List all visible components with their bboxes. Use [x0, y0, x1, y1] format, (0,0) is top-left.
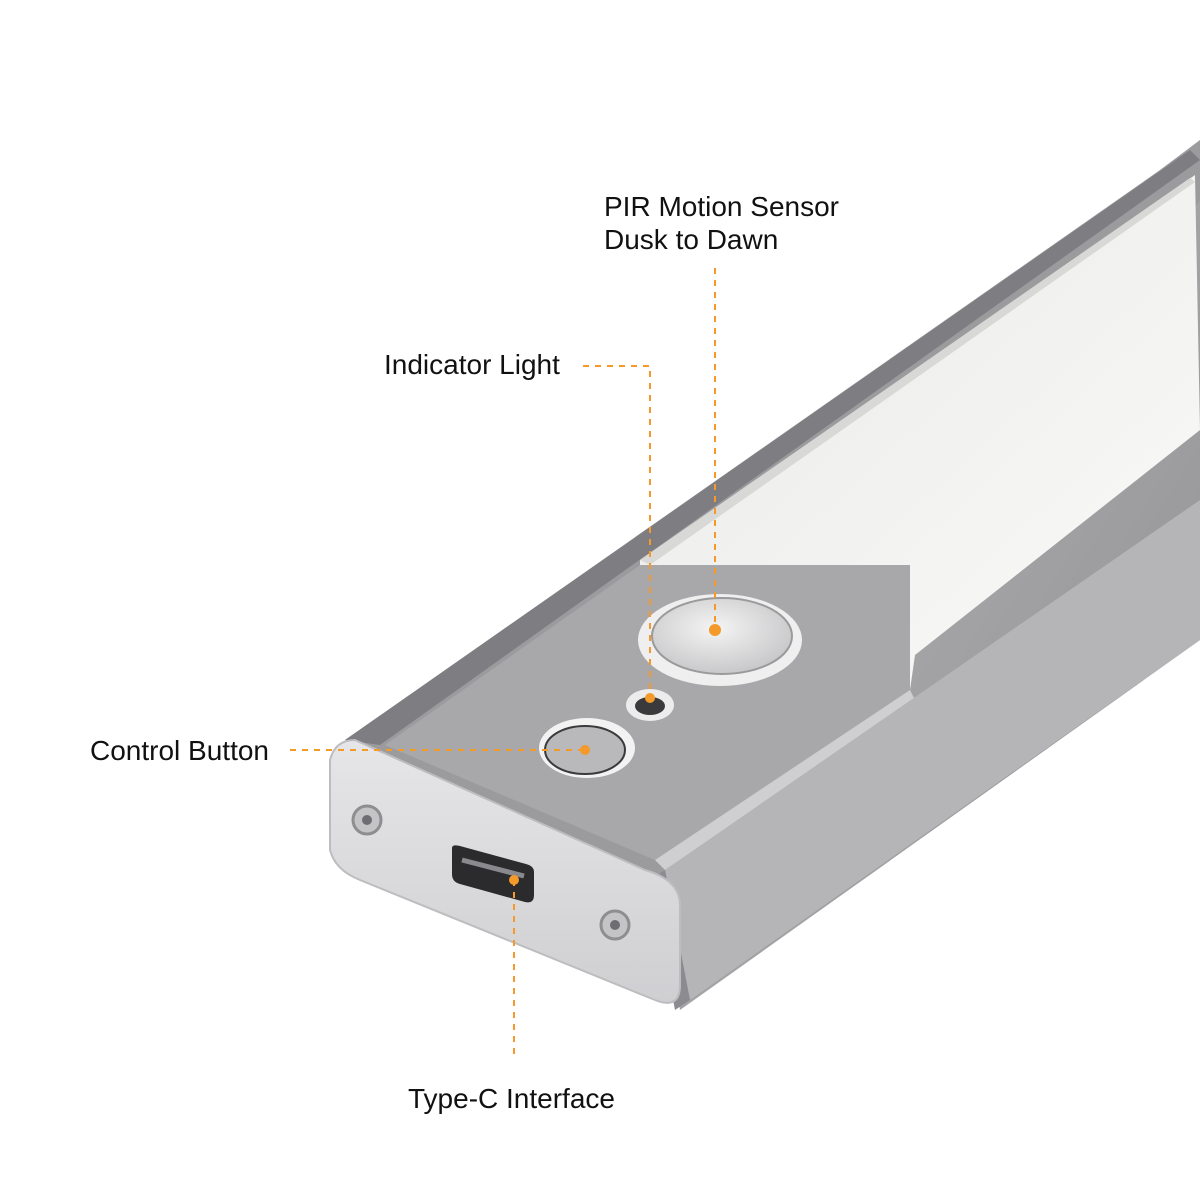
type-c-label: Type-C Interface	[408, 1083, 615, 1114]
indicator-light	[626, 689, 674, 721]
pir-sensor-label: PIR Motion Sensor	[604, 191, 839, 222]
indicator-light-label: Indicator Light	[384, 349, 560, 380]
callout-dots	[509, 624, 721, 885]
screw-left-icon	[351, 804, 383, 836]
pir-sensor	[638, 594, 802, 686]
type-c-port	[452, 845, 534, 903]
diffuser-panel	[640, 175, 1200, 690]
dusk-to-dawn-label: Dusk to Dawn	[604, 224, 779, 255]
control-button-label: Control Button	[90, 735, 269, 766]
callout-lines	[290, 268, 716, 1060]
screw-right-icon	[599, 909, 631, 941]
